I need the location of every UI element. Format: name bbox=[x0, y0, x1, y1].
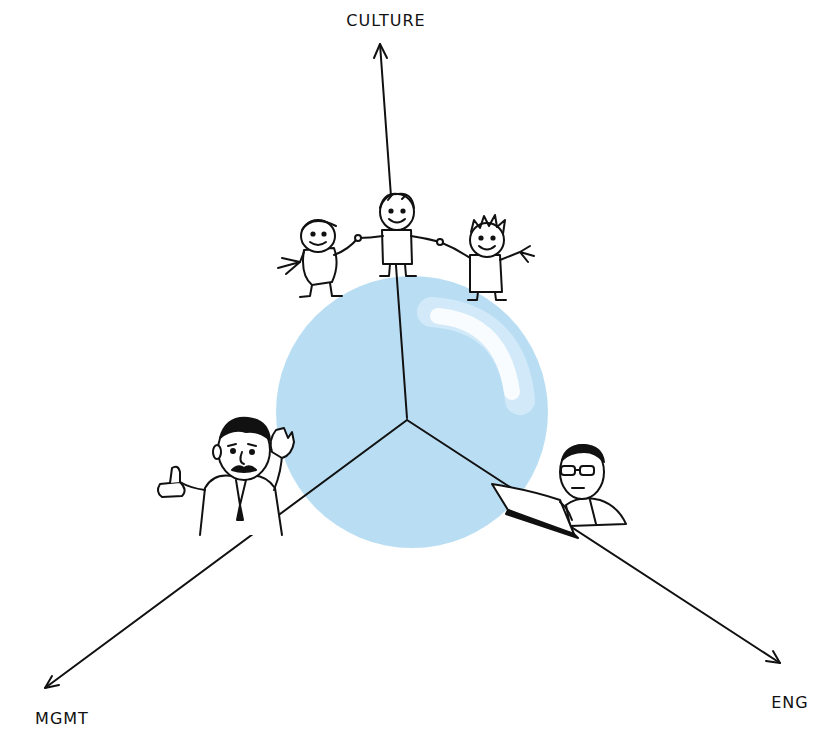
engineer-figure bbox=[492, 445, 626, 538]
eng-axis bbox=[407, 420, 780, 663]
arrow-head bbox=[766, 651, 780, 663]
arrow-head bbox=[45, 676, 59, 688]
manager-figure bbox=[158, 418, 294, 535]
axes bbox=[45, 44, 780, 688]
mgmt-axis bbox=[45, 420, 407, 688]
culture-kids bbox=[278, 194, 534, 300]
axis-label: MGMT bbox=[35, 709, 89, 728]
axis-label: ENG bbox=[771, 693, 808, 712]
axis-label: CULTURE bbox=[346, 11, 425, 30]
arrow-head bbox=[374, 44, 387, 58]
